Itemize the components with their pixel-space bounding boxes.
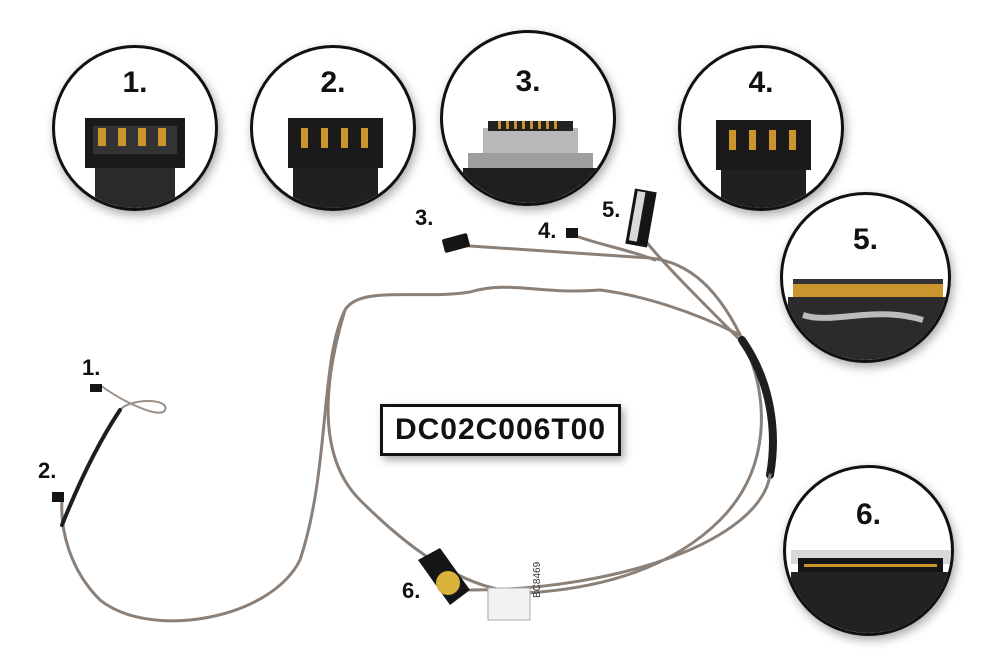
cable-connector-3: [442, 233, 470, 253]
cable-connector-5: [625, 188, 657, 248]
cable-connector-2: [52, 492, 64, 502]
cable-label-2: 2.: [38, 458, 57, 483]
zoom-label-1: 1.: [122, 66, 148, 99]
zoom-label-3: 3.: [515, 65, 541, 98]
part-number-label: DC02C006T00: [380, 404, 621, 456]
cable-label-3: 3.: [415, 205, 434, 230]
zoom-circle-1: 1.: [52, 45, 218, 211]
cable-label-5: 5.: [602, 197, 621, 222]
zoom-label-2: 2.: [320, 66, 346, 99]
zoom-label-4: 4.: [748, 66, 774, 99]
zoom-label-5: 5.: [852, 223, 879, 256]
zoom-circle-2: 2.: [250, 45, 416, 211]
cable-label-1: 1.: [82, 355, 101, 380]
zoom-circle-3: 3.: [440, 30, 616, 206]
cable-label-4: 4.: [538, 218, 557, 243]
main-cable: [326, 243, 763, 595]
sticker-text: BC8469: [532, 561, 543, 598]
zoom-circle-6: 6.: [783, 465, 954, 636]
zoom-circle-5: 5.: [780, 192, 951, 363]
zoom-label-6: 6.: [855, 498, 882, 531]
cable-connector-1: [90, 384, 102, 392]
cable-connector-6: [418, 548, 531, 621]
cable-label-6: 6.: [402, 578, 421, 603]
zoom-circle-4: 4.: [678, 45, 844, 211]
cable-connector-4: [566, 228, 578, 238]
